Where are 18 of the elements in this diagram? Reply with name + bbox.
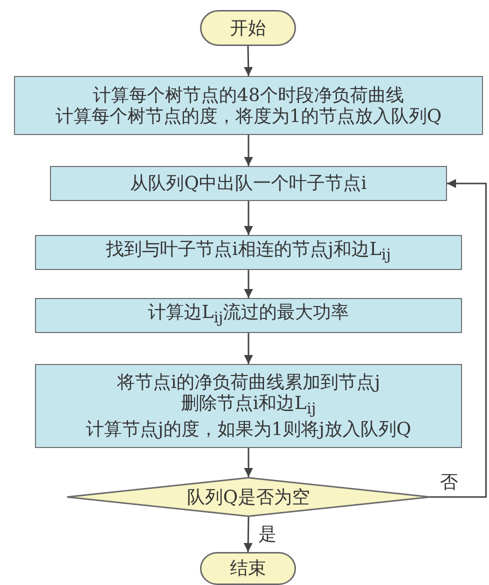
terminal-shape: 开始 bbox=[200, 10, 296, 46]
arrow bbox=[244, 333, 253, 364]
arrow bbox=[244, 516, 253, 552]
arrow bbox=[244, 448, 253, 477]
arrow bbox=[244, 46, 253, 76]
process-box: 计算边L$_{ij}$流过的最大功率 bbox=[35, 298, 462, 333]
arrow bbox=[244, 270, 253, 298]
edge-label: 是 bbox=[258, 524, 276, 544]
process-box: 计算每个树节点的48个时段净负荷曲线 计算每个树节点的度，将度为1的节点放入队列Q bbox=[14, 76, 483, 135]
process-box: 从队列Q中出队一个叶子节点i bbox=[50, 166, 447, 201]
arrow bbox=[430, 179, 487, 498]
process-box: 找到与叶子节点i相连的节点j和边L$_{ij}$ bbox=[35, 235, 462, 270]
arrow bbox=[244, 201, 253, 235]
terminal-shape: 结束 bbox=[200, 552, 296, 585]
edge-label: 否 bbox=[440, 473, 458, 493]
process-box: 将节点i的净负荷曲线累加到节点j 删除节点i和边L$_{ij}$ 计算节点j的度，如果为1则将j放入队列Q bbox=[35, 364, 462, 448]
arrow bbox=[244, 135, 253, 166]
decision-diamond: 队列Q是否为空 bbox=[67, 477, 430, 517]
